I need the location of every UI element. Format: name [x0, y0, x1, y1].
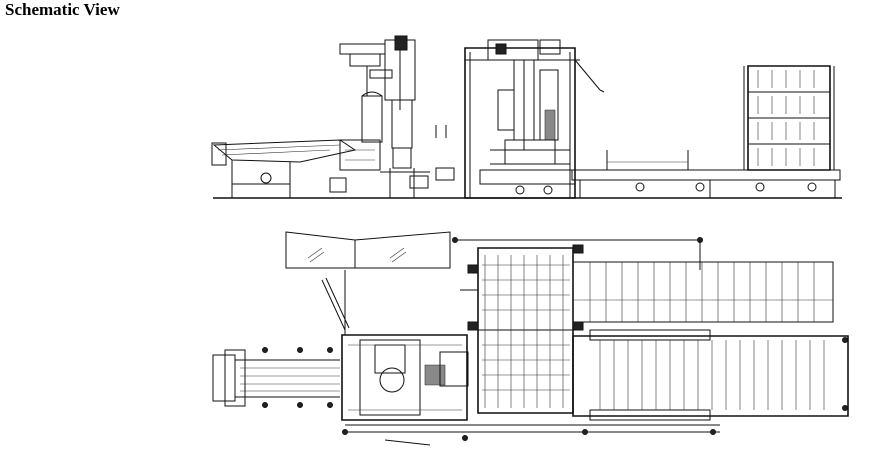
filling-station-elevation [340, 36, 454, 198]
palletizer-frame-elevation [465, 40, 604, 198]
safety-panels-plan [286, 232, 450, 335]
page-title: Schematic View [5, 0, 120, 19]
infeed-conveyor-plan [213, 348, 340, 408]
pallet-stack-elevation [744, 66, 834, 170]
output-conveyor-upper-plan [573, 262, 833, 322]
output-conveyor-elevation [572, 150, 840, 198]
dimension-rail-top [453, 238, 703, 271]
palletizer-cell-plan [460, 245, 583, 413]
plan-view [213, 232, 848, 445]
filling-station-plan [342, 335, 720, 445]
infeed-conveyor-elevation [212, 140, 380, 198]
output-conveyor-lower-plan [573, 330, 848, 420]
elevation-view [212, 36, 842, 198]
